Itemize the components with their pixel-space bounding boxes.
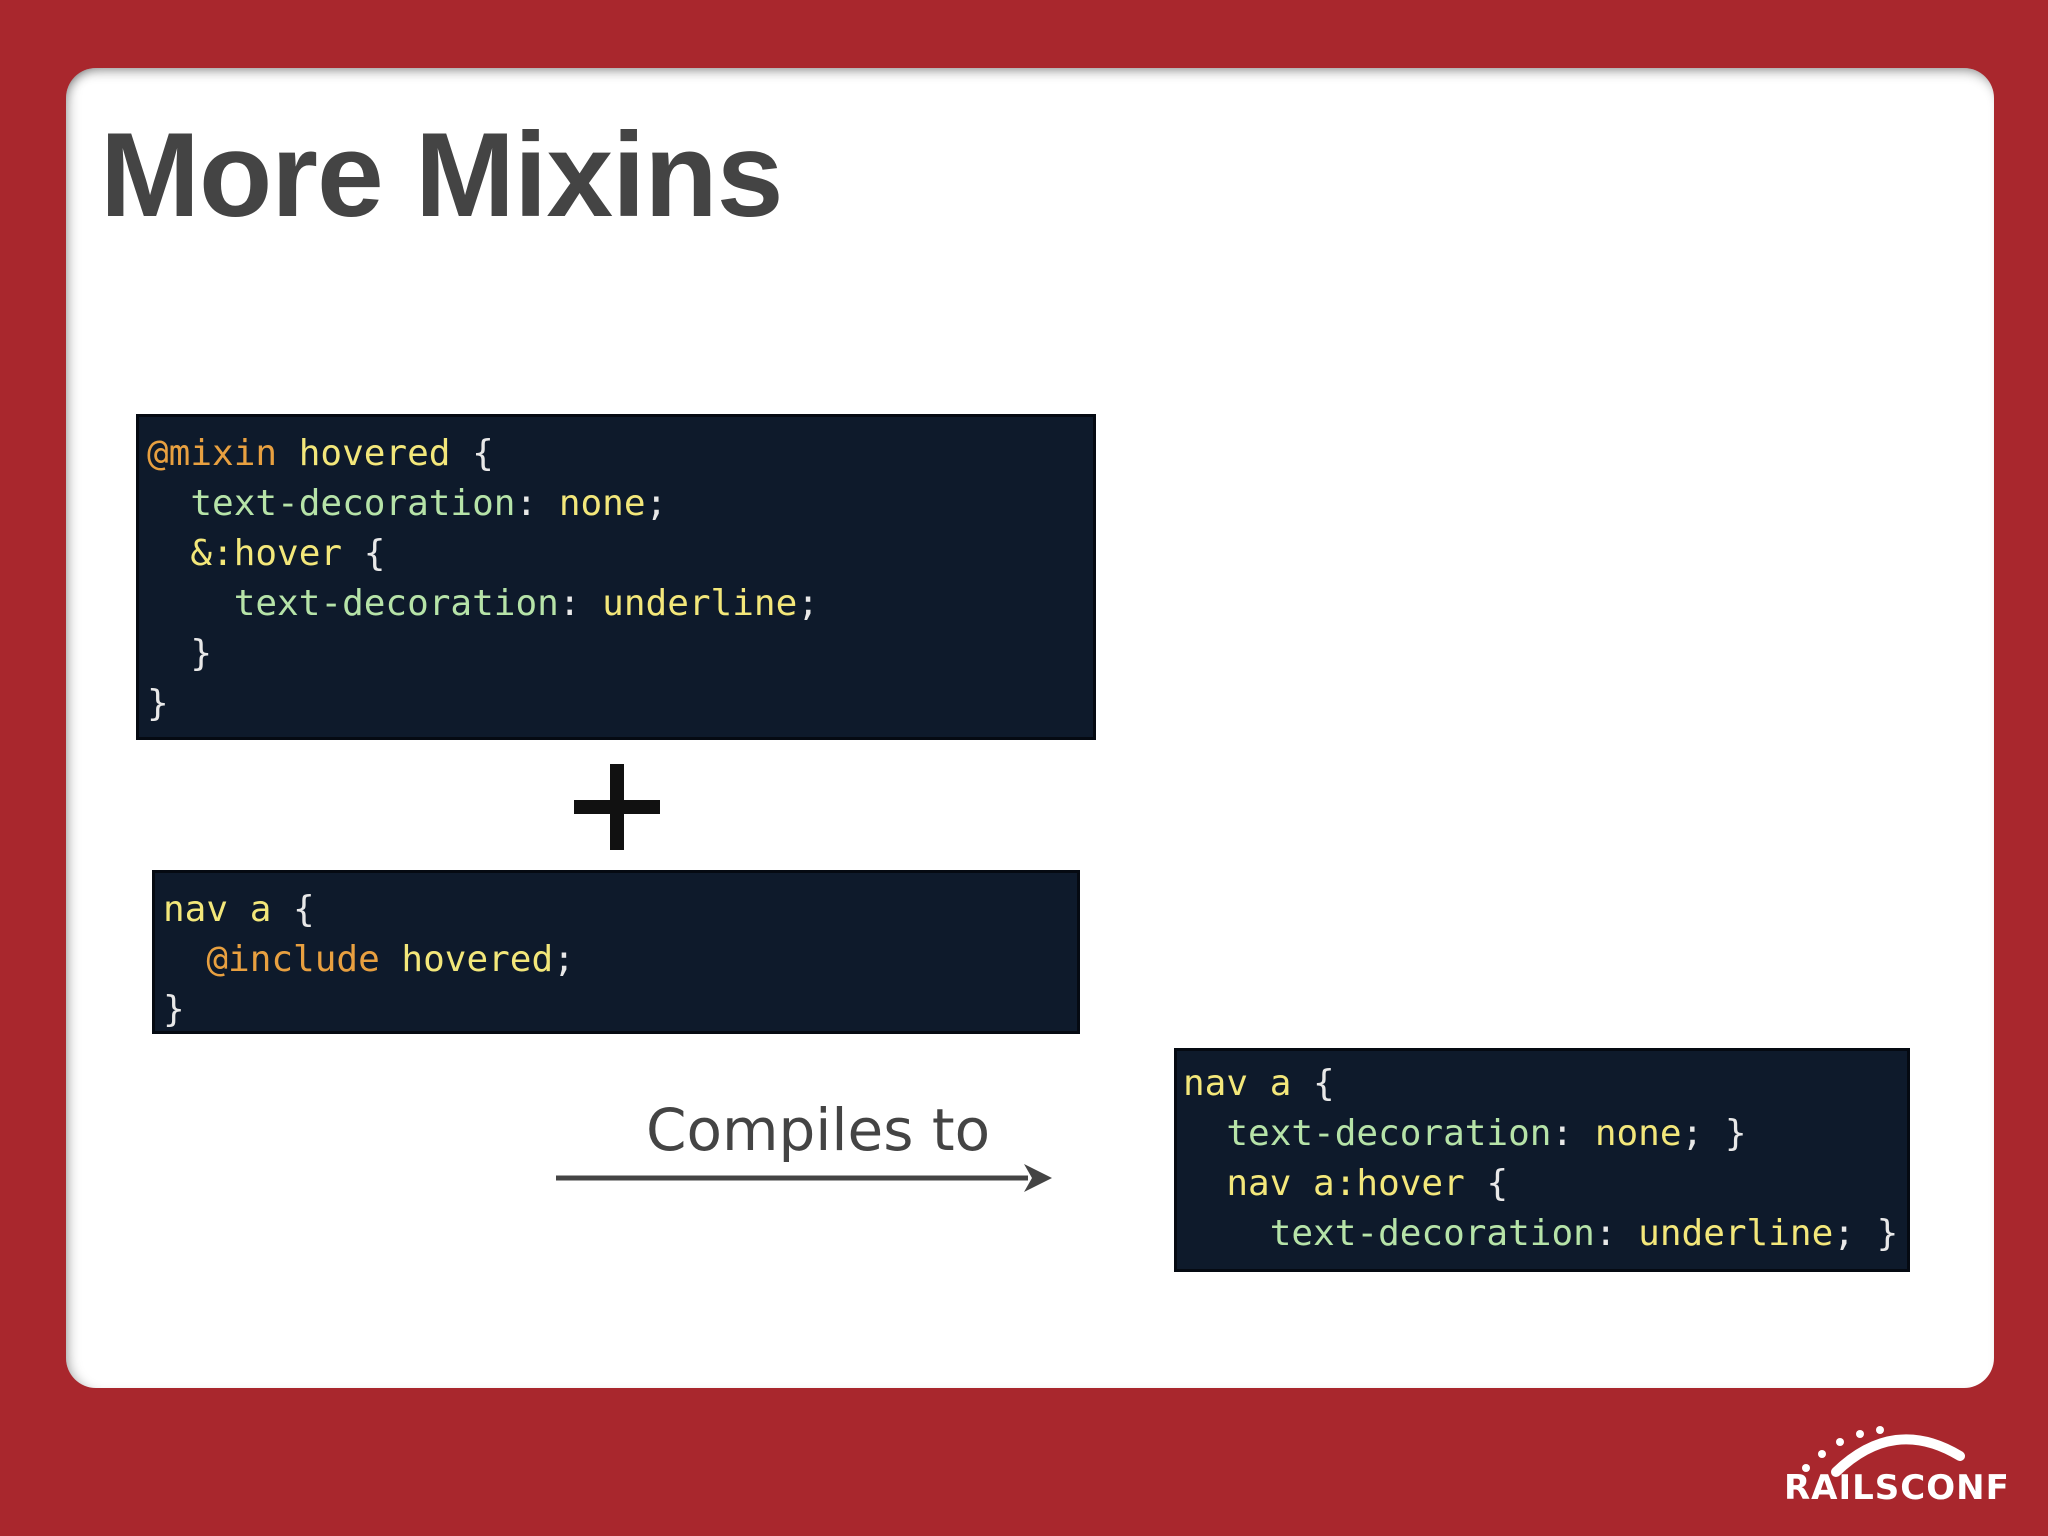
code-line: text-decoration: underline; <box>147 579 1093 629</box>
code-line: } <box>147 633 213 674</box>
code-token: @include <box>163 939 380 980</box>
logo-text: RAILSCONF <box>1784 1468 2010 1508</box>
code-line: text-decoration: none; <box>147 479 1093 529</box>
code-line: &:hover { <box>147 529 1093 579</box>
code-token: : <box>558 583 603 624</box>
code-line: text-decoration: none; } <box>1183 1109 1907 1159</box>
code-token: &:hover <box>147 533 364 574</box>
code-token: { <box>472 433 494 474</box>
page-title: More Mixins <box>100 108 783 242</box>
code-token: { <box>1486 1163 1509 1204</box>
code-line: nav a { <box>163 885 1077 935</box>
code-token: hovered <box>277 433 473 474</box>
code-line: @include hovered; <box>163 935 1077 985</box>
code-token: : <box>515 483 559 524</box>
code-token: { <box>363 533 386 574</box>
code-token: none <box>558 483 646 524</box>
railsconf-logo: RAILSCONF <box>1776 1420 2009 1516</box>
include-code-block: nav a { @include hovered;} <box>152 870 1080 1034</box>
code-token: underline <box>602 583 798 624</box>
code-line: } <box>163 989 185 1030</box>
code-token: underline <box>1638 1213 1834 1254</box>
code-line: nav a:hover { <box>1183 1159 1907 1209</box>
plus-icon <box>574 764 660 850</box>
logo-arc-icon <box>1802 1426 1965 1477</box>
code-token: { <box>293 889 315 930</box>
code-token: ; } <box>1833 1213 1899 1254</box>
compiled-output-code-block: nav a { text-decoration: none; } nav a:h… <box>1174 1048 1910 1272</box>
code-line: nav a { <box>1183 1059 1907 1109</box>
code-token: nav a:hover <box>1183 1163 1487 1204</box>
code-token: ; <box>645 483 668 524</box>
code-token: text-decoration <box>147 583 559 624</box>
code-token: @mixin <box>147 433 278 474</box>
code-line: } <box>147 683 169 724</box>
mixin-code-block: @mixin hovered { text-decoration: none; … <box>136 414 1096 740</box>
code-token: none <box>1594 1113 1682 1154</box>
code-token: nav a <box>163 889 294 930</box>
code-token: hovered <box>379 939 554 980</box>
code-token: ; <box>797 583 819 624</box>
code-token: text-decoration <box>1183 1113 1552 1154</box>
code-line: @mixin hovered { <box>147 429 1093 479</box>
arrow-right-icon <box>556 1164 1052 1192</box>
code-token: text-decoration <box>1183 1213 1595 1254</box>
code-token: ; } <box>1681 1113 1747 1154</box>
compiles-to-label: Compiles to <box>646 1096 991 1164</box>
code-token: { <box>1313 1063 1335 1104</box>
code-line: text-decoration: underline; } <box>1183 1209 1907 1259</box>
code-token: text-decoration <box>147 483 516 524</box>
code-token: : <box>1594 1213 1639 1254</box>
code-token: : <box>1551 1113 1595 1154</box>
code-token: nav a <box>1183 1063 1314 1104</box>
code-token: ; <box>553 939 575 980</box>
